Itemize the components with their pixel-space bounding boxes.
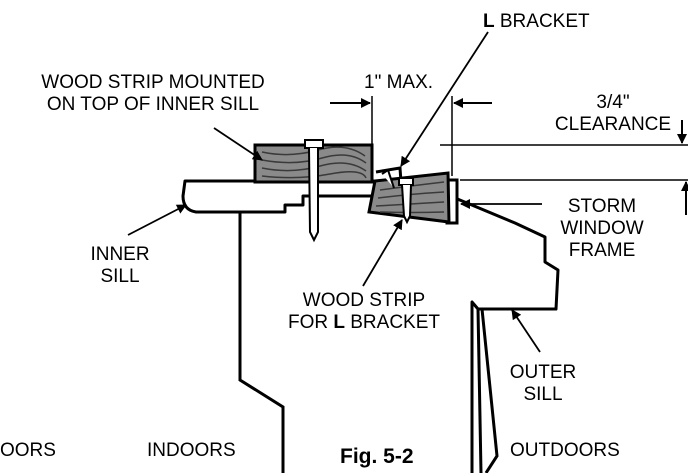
inner-wall [238,212,285,473]
outer-sill [371,196,560,473]
l-bracket-label: L BRACKET [483,11,590,33]
inner-sill-line2: SILL [100,266,140,287]
clearance-line2: CLEARANCE [554,114,672,135]
leader-lines [127,31,542,353]
outer-wall-strips [476,308,499,473]
screw-bracket-1 [381,168,395,189]
screw-top [304,139,324,243]
l-bracket-prefix: L [483,11,495,32]
screw-bracket-2 [398,177,414,225]
storm-line2: WINDOW [560,218,644,239]
storm-line3: FRAME [568,240,636,261]
inner-sill [181,179,377,214]
inner-sill-label: INNER SILL [70,244,170,288]
wood-strip-l-line2-bold: L [333,312,345,333]
max-gap-label: 1" MAX. [364,72,434,93]
wood-strip-mounted-label: WOOD STRIP MOUNTED ON TOP OF INNER SILL [4,72,302,116]
l-bracket-text: BRACKET [494,11,590,32]
outer-sill-line2: SILL [523,384,563,405]
wood-strip-l-line1: WOOD STRIP [302,290,426,311]
outdoors-label: OUTDOORS [510,440,620,461]
dimension-lines [371,96,688,181]
inner-sill-line1: INNER [90,244,150,265]
wood-strip-mounted-line2: ON TOP OF INNER SILL [46,94,260,115]
outer-sill-line1: OUTER [509,362,577,383]
wood-strip-l-label: WOOD STRIP FOR L BRACKET [264,290,464,334]
storm-window-frame-label: STORM WINDOW FRAME [548,196,656,262]
clearance-label: 3/4" CLEARANCE [550,92,676,136]
outer-sill-label: OUTER SILL [498,362,588,406]
dimension-arrows [330,98,688,215]
wood-strip-mounted-line1: WOOD STRIP MOUNTED [41,72,265,93]
wood-strip-l-line2-suffix: BRACKET [344,312,441,333]
wood-strip-l-line2: FOR L BRACKET [264,312,464,334]
storm-line1: STORM [567,196,637,217]
clearance-line1: 3/4" [596,92,630,113]
indoors-left-label: OORS [0,440,56,461]
figure-caption: Fig. 5-2 [340,445,414,468]
indoors-label: INDOORS [147,440,236,461]
wood-strip-l-line2-prefix: FOR [287,312,334,333]
